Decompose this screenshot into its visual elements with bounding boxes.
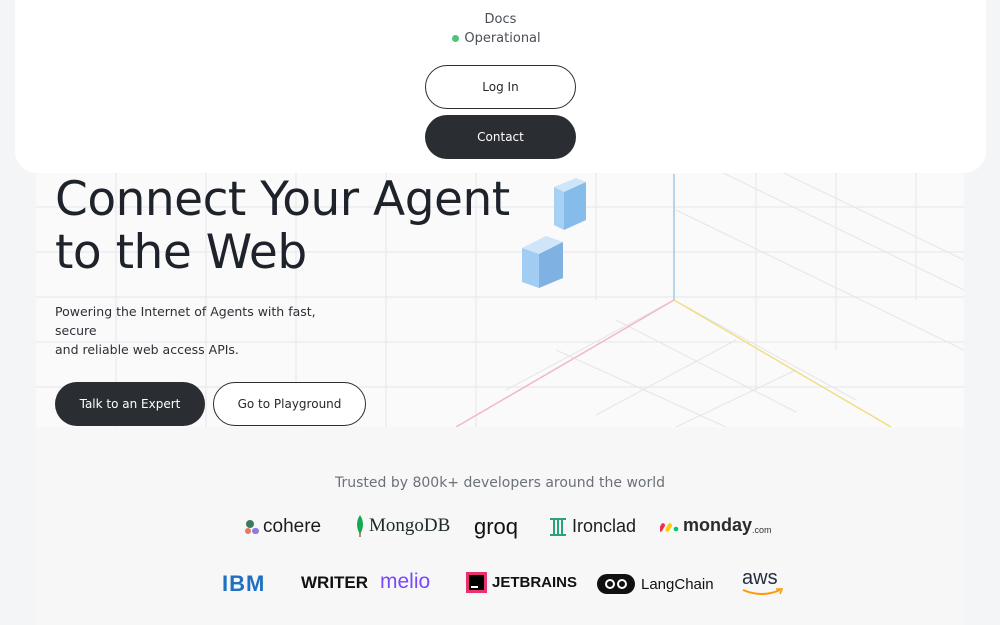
jetbrains-wordmark: JETBRAINS bbox=[492, 574, 578, 591]
monday-suffix: .com bbox=[752, 524, 772, 535]
ironclad-wordmark: Ironclad bbox=[572, 516, 637, 536]
status-dot-icon bbox=[452, 35, 460, 42]
jetbrains-logo: JETBRAINS bbox=[466, 572, 577, 593]
groq-wordmark: groq bbox=[474, 514, 519, 539]
melio-wordmark: melio bbox=[380, 570, 431, 593]
axis-left bbox=[455, 299, 675, 427]
writer-logo: WRITER bbox=[301, 573, 368, 593]
docs-link[interactable]: Docs bbox=[484, 12, 517, 27]
monday-wordmark: monday bbox=[683, 515, 753, 535]
mongodb-leaf-icon bbox=[357, 515, 363, 537]
status-indicator[interactable]: Operational bbox=[15, 31, 986, 46]
subtitle-line-2: and reliable web access APIs. bbox=[55, 342, 239, 357]
hero-subtitle: Powering the Internet of Agents with fas… bbox=[55, 302, 355, 359]
ironclad-mark-icon bbox=[550, 517, 566, 536]
langchain-parrot-icon bbox=[597, 574, 635, 594]
contact-button[interactable]: Contact bbox=[425, 115, 576, 159]
melio-logo: melio bbox=[380, 570, 430, 594]
hero-headline: Connect Your Agent to the Web bbox=[55, 173, 510, 279]
langchain-wordmark: LangChain bbox=[641, 575, 714, 593]
monday-mark-icon bbox=[660, 522, 679, 532]
subtitle-line-1: Powering the Internet of Agents with fas… bbox=[55, 304, 316, 338]
trusted-section bbox=[36, 427, 964, 625]
aws-wordmark: aws bbox=[742, 567, 778, 589]
cube-upper bbox=[554, 178, 586, 230]
ironclad-logo: Ironclad bbox=[550, 516, 636, 537]
login-button[interactable]: Log In bbox=[425, 65, 576, 109]
hero-section bbox=[36, 150, 964, 427]
cube-lower bbox=[522, 236, 563, 288]
ibm-logo: IBM bbox=[222, 571, 265, 597]
monday-logo: monday .com bbox=[660, 515, 772, 536]
go-to-playground-button[interactable]: Go to Playground bbox=[213, 382, 366, 426]
langchain-logo: LangChain bbox=[597, 574, 714, 594]
jetbrains-mark-icon bbox=[466, 572, 487, 593]
axis-right bbox=[673, 299, 892, 427]
groq-logo: groq bbox=[474, 514, 518, 540]
mongodb-logo: MongoDB bbox=[355, 515, 450, 537]
headline-line-2: to the Web bbox=[55, 225, 307, 280]
trusted-heading: Trusted by 800k+ developers around the w… bbox=[335, 475, 665, 491]
headline-line-1: Connect Your Agent bbox=[55, 172, 510, 227]
cohere-logo: cohere bbox=[244, 516, 321, 538]
cohere-mark-icon bbox=[245, 520, 259, 534]
mongodb-wordmark: MongoDB bbox=[369, 515, 451, 536]
talk-to-expert-button[interactable]: Talk to an Expert bbox=[55, 382, 205, 426]
nav-dropdown-menu: Docs Operational Log In Contact bbox=[15, 0, 986, 173]
aws-logo: aws bbox=[742, 568, 784, 597]
writer-wordmark: WRITER bbox=[301, 573, 369, 592]
cohere-wordmark: cohere bbox=[263, 516, 322, 537]
ibm-wordmark: IBM bbox=[222, 571, 266, 596]
status-label: Operational bbox=[464, 31, 541, 46]
aws-smile-icon bbox=[742, 588, 784, 595]
